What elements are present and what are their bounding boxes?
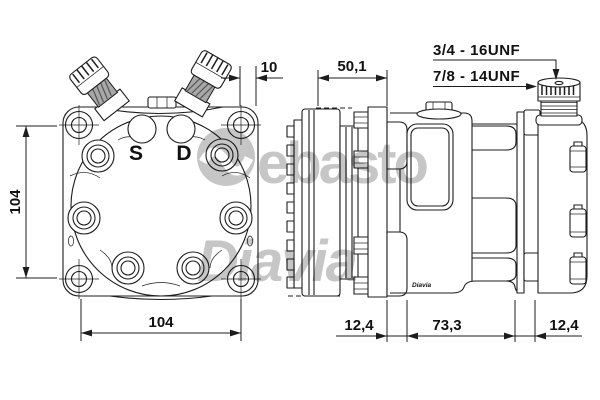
rear-bosses (569, 141, 587, 285)
front-face-circle (70, 115, 252, 297)
dim-port-offset: 10 (221, 59, 283, 106)
mount-hole-top-left (59, 105, 99, 145)
dim-mount-front-value: 12,4 (344, 317, 374, 334)
dim-body-length-value: 73,3 (432, 317, 461, 334)
service-valve (535, 77, 583, 126)
dim-pulley-width: 50,1 (317, 58, 388, 106)
center-plug (147, 96, 177, 109)
webasto-logo-icon (197, 128, 255, 186)
dim-port-offset-value: 10 (261, 59, 278, 76)
suction-port-circle (127, 114, 157, 144)
mount-lug-bottom (386, 231, 408, 297)
thread-spec-top: 3/4 - 16UNF (433, 42, 560, 80)
discharge-label: D (176, 142, 191, 165)
compressor-body: Diavia (390, 101, 523, 294)
clutch-stud-nuts (353, 111, 370, 295)
discharge-port-circle (166, 114, 196, 144)
mount-hole-bottom-right (221, 259, 261, 299)
body-brand-label: Diavia (412, 282, 432, 289)
thread-spec-bottom: 7/8 - 14UNF (433, 68, 537, 90)
thread-spec-top-value: 3/4 - 16UNF (433, 42, 520, 59)
side-view: Diavia (286, 77, 588, 298)
watermark-sub-brand: Diavia (197, 229, 357, 294)
rear-head-band (516, 109, 541, 294)
dim-side-chain: 12,4 73,3 12,4 (336, 300, 582, 342)
mounting-plate (367, 106, 388, 298)
suction-label: S (129, 142, 143, 165)
pulley-grooves (286, 119, 305, 289)
dim-width-front: 104 (80, 299, 242, 341)
mount-hole-bottom-left (59, 259, 99, 299)
dim-width-front-value: 104 (148, 314, 174, 331)
dim-height-left-value: 104 (7, 189, 24, 215)
dimensions: 104 10 50,1 3/4 - 16UNF 7/8 - (7, 42, 582, 342)
suction-fitting (69, 56, 130, 122)
watermark: ebasto Diavia (197, 128, 431, 294)
thread-spec-bottom-value: 7/8 - 14UNF (433, 68, 520, 85)
dim-pulley-width-value: 50,1 (337, 58, 366, 75)
watermark-brand: ebasto (257, 131, 428, 196)
dim-mount-rear-value: 12,4 (549, 317, 579, 334)
discharge-fitting (174, 50, 232, 118)
dim-height-left: 104 (7, 125, 57, 279)
